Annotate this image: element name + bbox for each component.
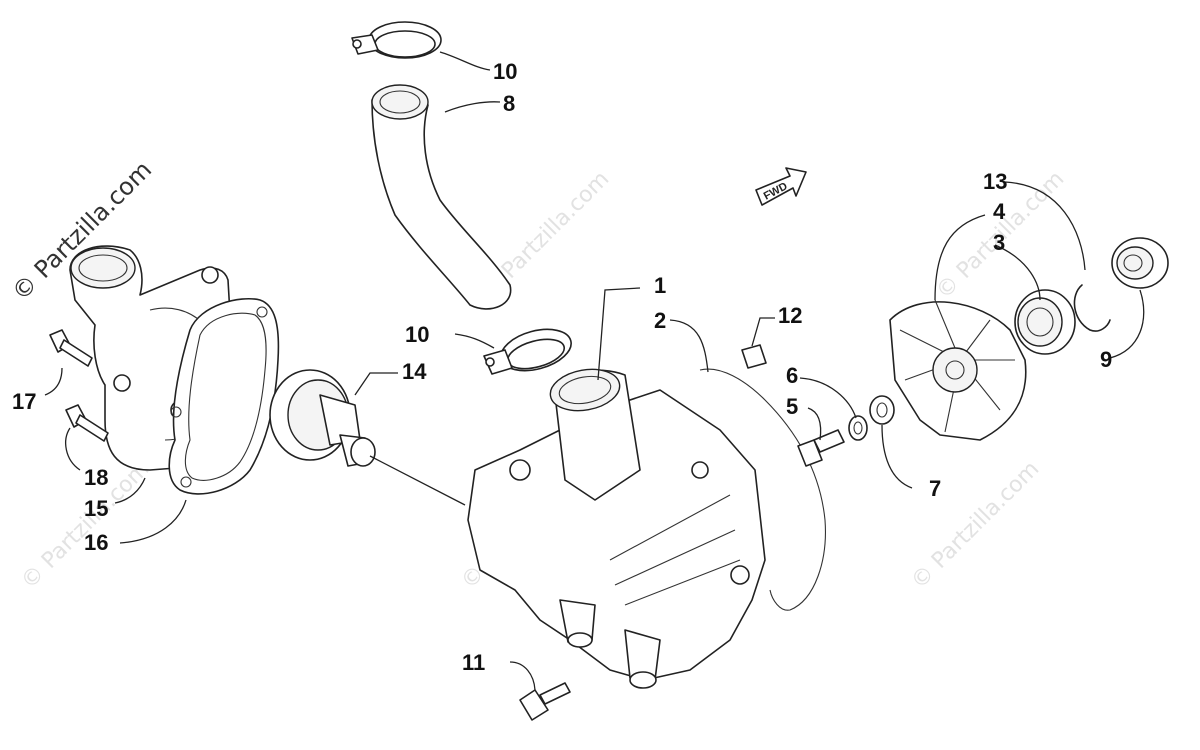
impeller <box>889 299 1027 441</box>
callout-16: 16 <box>84 530 108 555</box>
callout-11: 11 <box>462 650 485 675</box>
fwd-label: FWD <box>762 180 790 202</box>
callout-8: 8 <box>503 91 515 116</box>
bolt-11 <box>519 682 571 721</box>
callout-9: 9 <box>1100 347 1112 372</box>
washer <box>848 415 868 441</box>
callout-12: 12 <box>778 303 802 328</box>
callout-14: 14 <box>402 359 427 384</box>
callout-10: 10 <box>493 59 517 84</box>
callout-10: 10 <box>405 322 429 347</box>
callout-5: 5 <box>786 394 798 419</box>
callout-6: 6 <box>786 363 798 388</box>
water-pump-housing <box>467 368 766 689</box>
mechanical-seal <box>1014 289 1076 355</box>
callout-1: 1 <box>654 273 666 298</box>
callout-4: 4 <box>993 199 1006 224</box>
dowel-pin <box>741 344 767 369</box>
forward-arrow-icon: FWD <box>755 167 807 206</box>
callout-3: 3 <box>993 230 1005 255</box>
seal-washer <box>869 395 895 425</box>
callout-15: 15 <box>84 496 108 521</box>
callouts: 10 8 13 4 3 1 2 12 10 9 14 6 17 5 18 7 1… <box>12 59 1112 675</box>
hose <box>371 84 512 310</box>
callout-18: 18 <box>84 465 108 490</box>
callout-17: 17 <box>12 389 36 414</box>
o-ring <box>699 368 826 611</box>
callout-7: 7 <box>929 476 941 501</box>
watermark: © Partzilla.com <box>907 457 1045 595</box>
hose-clamp-upper <box>351 21 442 59</box>
leader-lines <box>44 51 1145 691</box>
thermostat <box>269 369 376 467</box>
bearing <box>1111 237 1169 289</box>
callout-13: 13 <box>983 169 1007 194</box>
bolt-17 <box>49 329 93 367</box>
hose-clamp-lower <box>483 328 572 375</box>
gasket <box>168 298 280 495</box>
callout-2: 2 <box>654 308 666 333</box>
circlip <box>1073 284 1111 332</box>
bolt-5 <box>797 429 845 467</box>
bolt-18 <box>65 404 109 442</box>
